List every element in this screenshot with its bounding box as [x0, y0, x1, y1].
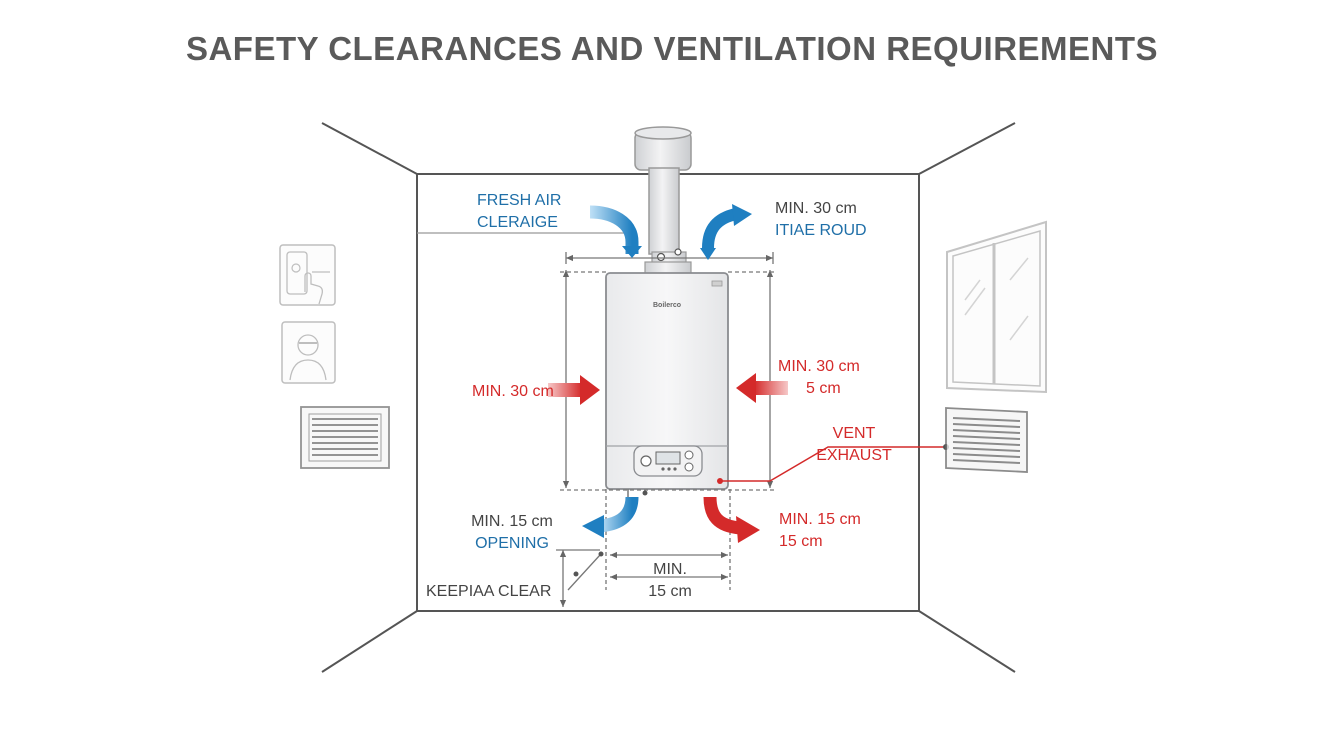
left-side-clearance-label: MIN. 30 cm [472, 383, 554, 400]
keep-clear-label: KEEPIAA CLEAR [426, 583, 552, 600]
exhaust-arrow-bottom [703, 496, 760, 543]
control-knob-left[interactable] [640, 455, 652, 467]
bottom-left-clearance-label: MIN. 15 cm OPENING [462, 511, 562, 555]
person-icon [281, 321, 336, 384]
right-side-clearance-label: MIN. 30 cm 5 cm [778, 356, 860, 400]
fresh-air-label: FRESH AIR CLERAIGE [477, 190, 561, 234]
top-right-clearance-line2: ITIAE ROUD [775, 222, 867, 239]
wall-vent-left-icon [300, 406, 390, 469]
flue-pipe [634, 126, 692, 275]
diagram-title: SAFETY CLEARANCES AND VENTILATION REQUIR… [185, 30, 1159, 67]
fresh-air-label-line2: CLERAIGE [477, 214, 558, 231]
bottom-right-clearance-label: MIN. 15 cm 15 cm [779, 509, 861, 553]
air-arrow-top-right [700, 204, 752, 260]
window-icon [946, 220, 1047, 394]
fresh-air-arrow-bottom [582, 496, 639, 538]
vent-exhaust-line2: EXHAUST [816, 447, 892, 464]
bottom-right-clearance-line1: MIN. 15 cm [779, 511, 861, 528]
bottom-center-clearance-label: MIN. 15 cm [620, 559, 720, 603]
bottom-left-clearance-line1: MIN. 15 cm [471, 513, 553, 530]
display-screen [655, 451, 681, 465]
boiler-unit[interactable]: Boilerco [605, 272, 729, 500]
control-knob-right-bottom[interactable] [684, 462, 694, 472]
top-right-clearance-label: MIN. 30 cm ITIAE ROUD [775, 198, 867, 242]
clearance-lines [417, 232, 776, 607]
fresh-air-arrow-top [589, 205, 642, 258]
wall-vent-right-icon [945, 407, 1028, 473]
right-side-clearance-line1: MIN. 30 cm [778, 358, 860, 375]
bottom-right-clearance-line2: 15 cm [779, 533, 823, 550]
bottom-center-clearance-line1: MIN. [653, 561, 687, 578]
control-knob-right-top[interactable] [684, 450, 694, 460]
vent-exhaust-line1: VENT [832, 425, 876, 442]
bottom-center-clearance-line2: 15 cm [648, 583, 692, 600]
thermostat-touch-icon [279, 244, 336, 306]
clearance-arrow-right [736, 373, 788, 403]
right-side-clearance-line2: 5 cm [806, 380, 841, 397]
boiler-brand: Boilerco [653, 302, 681, 309]
clearance-arrow-left [548, 375, 600, 405]
vent-exhaust-label: VENT EXHAUST [812, 423, 896, 467]
top-right-clearance-line1: MIN. 30 cm [775, 200, 857, 217]
fresh-air-label-line1: FRESH AIR [477, 192, 562, 209]
bottom-left-clearance-line2: OPENING [475, 535, 549, 552]
